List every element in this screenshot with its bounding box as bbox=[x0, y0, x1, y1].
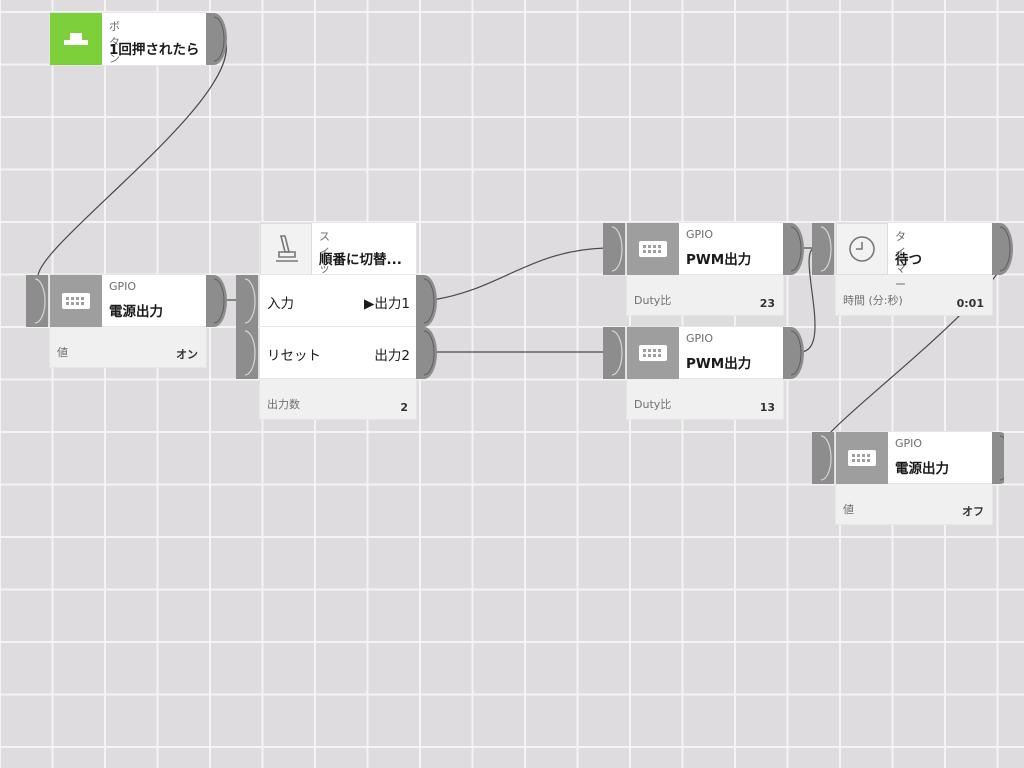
gpio-power-on-input-port[interactable] bbox=[26, 275, 48, 327]
timer-footer-label: 時間 (分:秒) bbox=[843, 294, 903, 307]
pwm1-footer-label: Duty比 bbox=[634, 294, 672, 307]
gpio-power-on-footer: 値 オン bbox=[50, 327, 206, 367]
gpio-power-off-footer: 値 オフ bbox=[836, 484, 992, 524]
wire-pwm2-to-timer[interactable] bbox=[799, 247, 816, 353]
pwm2-category: GPIO bbox=[686, 332, 714, 345]
pwm2-input-port[interactable] bbox=[603, 327, 625, 379]
switch-input-port[interactable] bbox=[236, 275, 258, 327]
timer-footer-value[interactable]: 0:01 bbox=[956, 297, 984, 310]
timer-input-port[interactable] bbox=[812, 223, 834, 275]
timer-title: 待つ bbox=[895, 252, 922, 268]
gpio-power-off-footer-value[interactable]: オフ bbox=[962, 505, 984, 518]
gpio-power-on-footer-label: 値 bbox=[57, 346, 68, 359]
gpio-power-off-title: 電源出力 bbox=[895, 461, 949, 477]
switch-output2-port[interactable] bbox=[416, 327, 438, 379]
push-button-icon bbox=[64, 33, 88, 45]
gpio-power-on-output-port[interactable] bbox=[206, 275, 228, 327]
pwm2-icon-box bbox=[627, 327, 679, 379]
pwm2-output-port[interactable] bbox=[783, 327, 805, 379]
toggle-lever-icon bbox=[276, 235, 298, 262]
wire-button-to-gpio-on[interactable] bbox=[37, 29, 227, 277]
switch-output1-port[interactable] bbox=[416, 275, 438, 327]
clock-icon bbox=[849, 236, 875, 262]
timer-category: タイマー bbox=[895, 230, 906, 291]
pwm1-input-port[interactable] bbox=[603, 223, 625, 275]
pwm1-footer-value[interactable]: 23 bbox=[759, 297, 775, 310]
gpio-power-on-icon-box bbox=[50, 275, 102, 327]
button-node-output-port[interactable] bbox=[206, 13, 228, 65]
pwm1-category: GPIO bbox=[686, 228, 714, 241]
gpio-power-on-title: 電源出力 bbox=[109, 304, 163, 320]
switch-footer-label: 出力数 bbox=[267, 398, 300, 411]
pwm2-footer: Duty比 13 bbox=[627, 379, 783, 419]
timer-footer: 時間 (分:秒) 0:01 bbox=[836, 275, 992, 315]
button-node-icon-box bbox=[50, 13, 102, 65]
pwm1-output-port[interactable] bbox=[783, 223, 805, 275]
pwm1-footer: Duty比 23 bbox=[627, 275, 783, 315]
pwm1-icon-box bbox=[627, 223, 679, 275]
gpio-power-off-category: GPIO bbox=[895, 437, 923, 450]
timer-icon-box bbox=[836, 223, 888, 275]
switch-node-icon-box bbox=[260, 223, 312, 275]
gpio-connector-icon bbox=[62, 293, 90, 309]
wire-switch-out1-to-pwm1[interactable] bbox=[431, 247, 607, 301]
switch-output1-label: ▶出力1 bbox=[364, 296, 410, 312]
button-node-title: 1回押されたら bbox=[109, 42, 200, 58]
gpio-power-on-category: GPIO bbox=[109, 280, 137, 293]
pwm1-title: PWM出力 bbox=[686, 252, 752, 268]
button-node-category: ボタン bbox=[109, 20, 120, 65]
gpio-power-on-footer-value[interactable]: オン bbox=[176, 348, 198, 361]
gpio-power-off-icon-box bbox=[836, 432, 888, 484]
switch-input-label: 入力 bbox=[267, 296, 294, 312]
switch-output2-label: 出力2 bbox=[374, 348, 410, 364]
gpio-connector-icon bbox=[639, 241, 667, 257]
gpio-power-off-footer-label: 値 bbox=[843, 503, 854, 516]
gpio-connector-icon bbox=[639, 345, 667, 361]
switch-footer-value[interactable]: 2 bbox=[400, 401, 408, 414]
switch-node-title: 順番に切替... bbox=[319, 252, 402, 268]
switch-row-input-output1: 入力 ▶出力1 bbox=[260, 275, 416, 327]
switch-reset-port[interactable] bbox=[236, 327, 258, 379]
pwm2-title: PWM出力 bbox=[686, 356, 752, 372]
switch-reset-label: リセット bbox=[267, 348, 321, 364]
switch-row-reset-output2: リセット 出力2 bbox=[260, 327, 416, 379]
gpio-power-off-input-port[interactable] bbox=[812, 432, 834, 484]
switch-node-footer: 出力数 2 bbox=[260, 379, 416, 419]
gpio-connector-icon bbox=[848, 450, 876, 466]
gpio-power-off-output-port[interactable] bbox=[992, 432, 1004, 484]
pwm2-footer-label: Duty比 bbox=[634, 398, 672, 411]
pwm2-footer-value[interactable]: 13 bbox=[759, 401, 775, 414]
timer-output-port[interactable] bbox=[992, 223, 1014, 275]
